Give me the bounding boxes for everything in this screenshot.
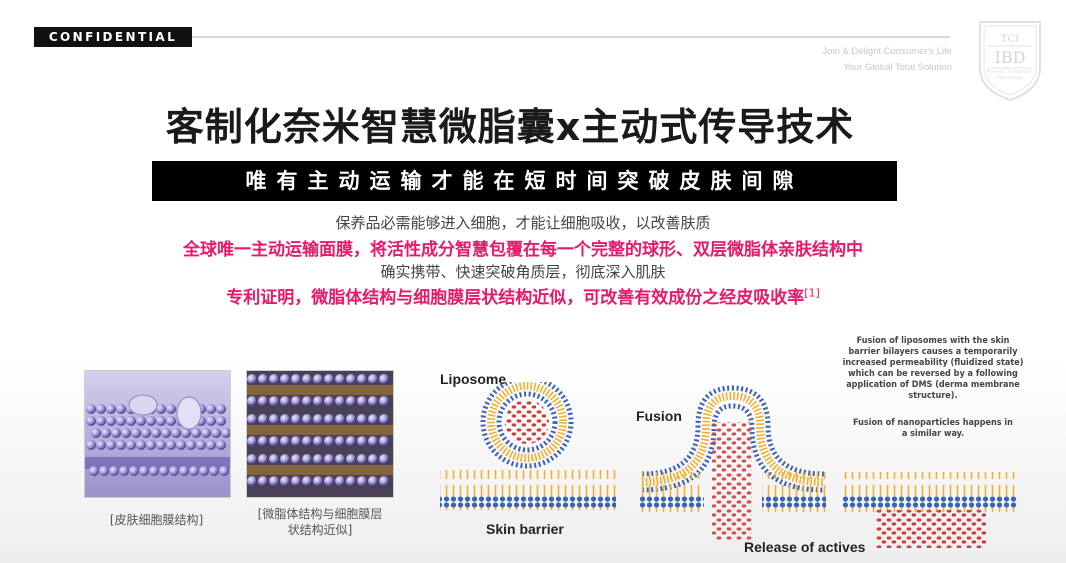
confidential-badge: CONFIDENTIAL [34,27,192,47]
header-divider [192,36,950,38]
crest-subtext: Pioneer · Formation · Partnership [986,70,1034,81]
body-line-4-text: 专利证明，微脂体结构与细胞膜层状结构近似，可改善有效成份之经皮吸收率 [226,288,805,308]
company-crest-logo: TCI IBD [979,21,1041,102]
body-line-1: 保养品必需能够进入细胞，才能让细胞吸收，以改善肤质 [335,214,711,232]
caption-liposome-similar-line-2: 状结构近似] [287,523,353,537]
highlight-banner: 唯有主动运输才能在短时间突破皮肤间隙 [152,161,897,201]
fusion-panel [640,385,826,540]
release-panel [842,472,1018,548]
skin-membrane-image [84,370,231,498]
label-liposome: Liposome [440,371,507,387]
liposome-panel [440,382,616,510]
tagline-line-2: Your Global Total Solution [843,62,952,73]
label-release-of-actives: Release of actives [744,539,866,555]
note-fusion-permeability: Fusion of liposomes with the skin barrie… [842,336,1024,401]
note-nanoparticles: Fusion of nanoparticles happens in a sim… [853,418,1013,439]
liposome-fusion-diagram [440,382,1018,548]
reference-marker: [1] [804,286,820,300]
body-line-4: 专利证明，微脂体结构与细胞膜层状结构近似，可改善有效成份之经皮吸收率[1] [0,283,1046,308]
tagline-line-1: Join & Delight Consumer's Life [822,46,952,57]
lipid-rows-illustration [247,374,393,486]
body-line-3: 确实携带、快速突破角质层，彻底深入肌肤 [380,263,666,281]
caption-liposome-similar-line-1: [微脂体结构与细胞膜层 [257,507,383,521]
crest-text-top: TCI [1001,34,1019,45]
liposome-structure-image [246,370,394,498]
body-line-2: 全球唯一主动运输面膜，将活性成分智慧包覆在每一个完整的球形、双层微脂体亲肤结构中 [183,240,863,260]
membrane-illustration [85,394,230,476]
crest-text-main: IBD [995,48,1026,67]
label-fusion: Fusion [636,408,682,424]
caption-skin-membrane: [皮肤细胞膜结构] [109,513,204,527]
page-title: 客制化奈米智慧微脂囊x主动式传导技术 [165,105,855,149]
label-skin-barrier: Skin barrier [486,521,564,537]
